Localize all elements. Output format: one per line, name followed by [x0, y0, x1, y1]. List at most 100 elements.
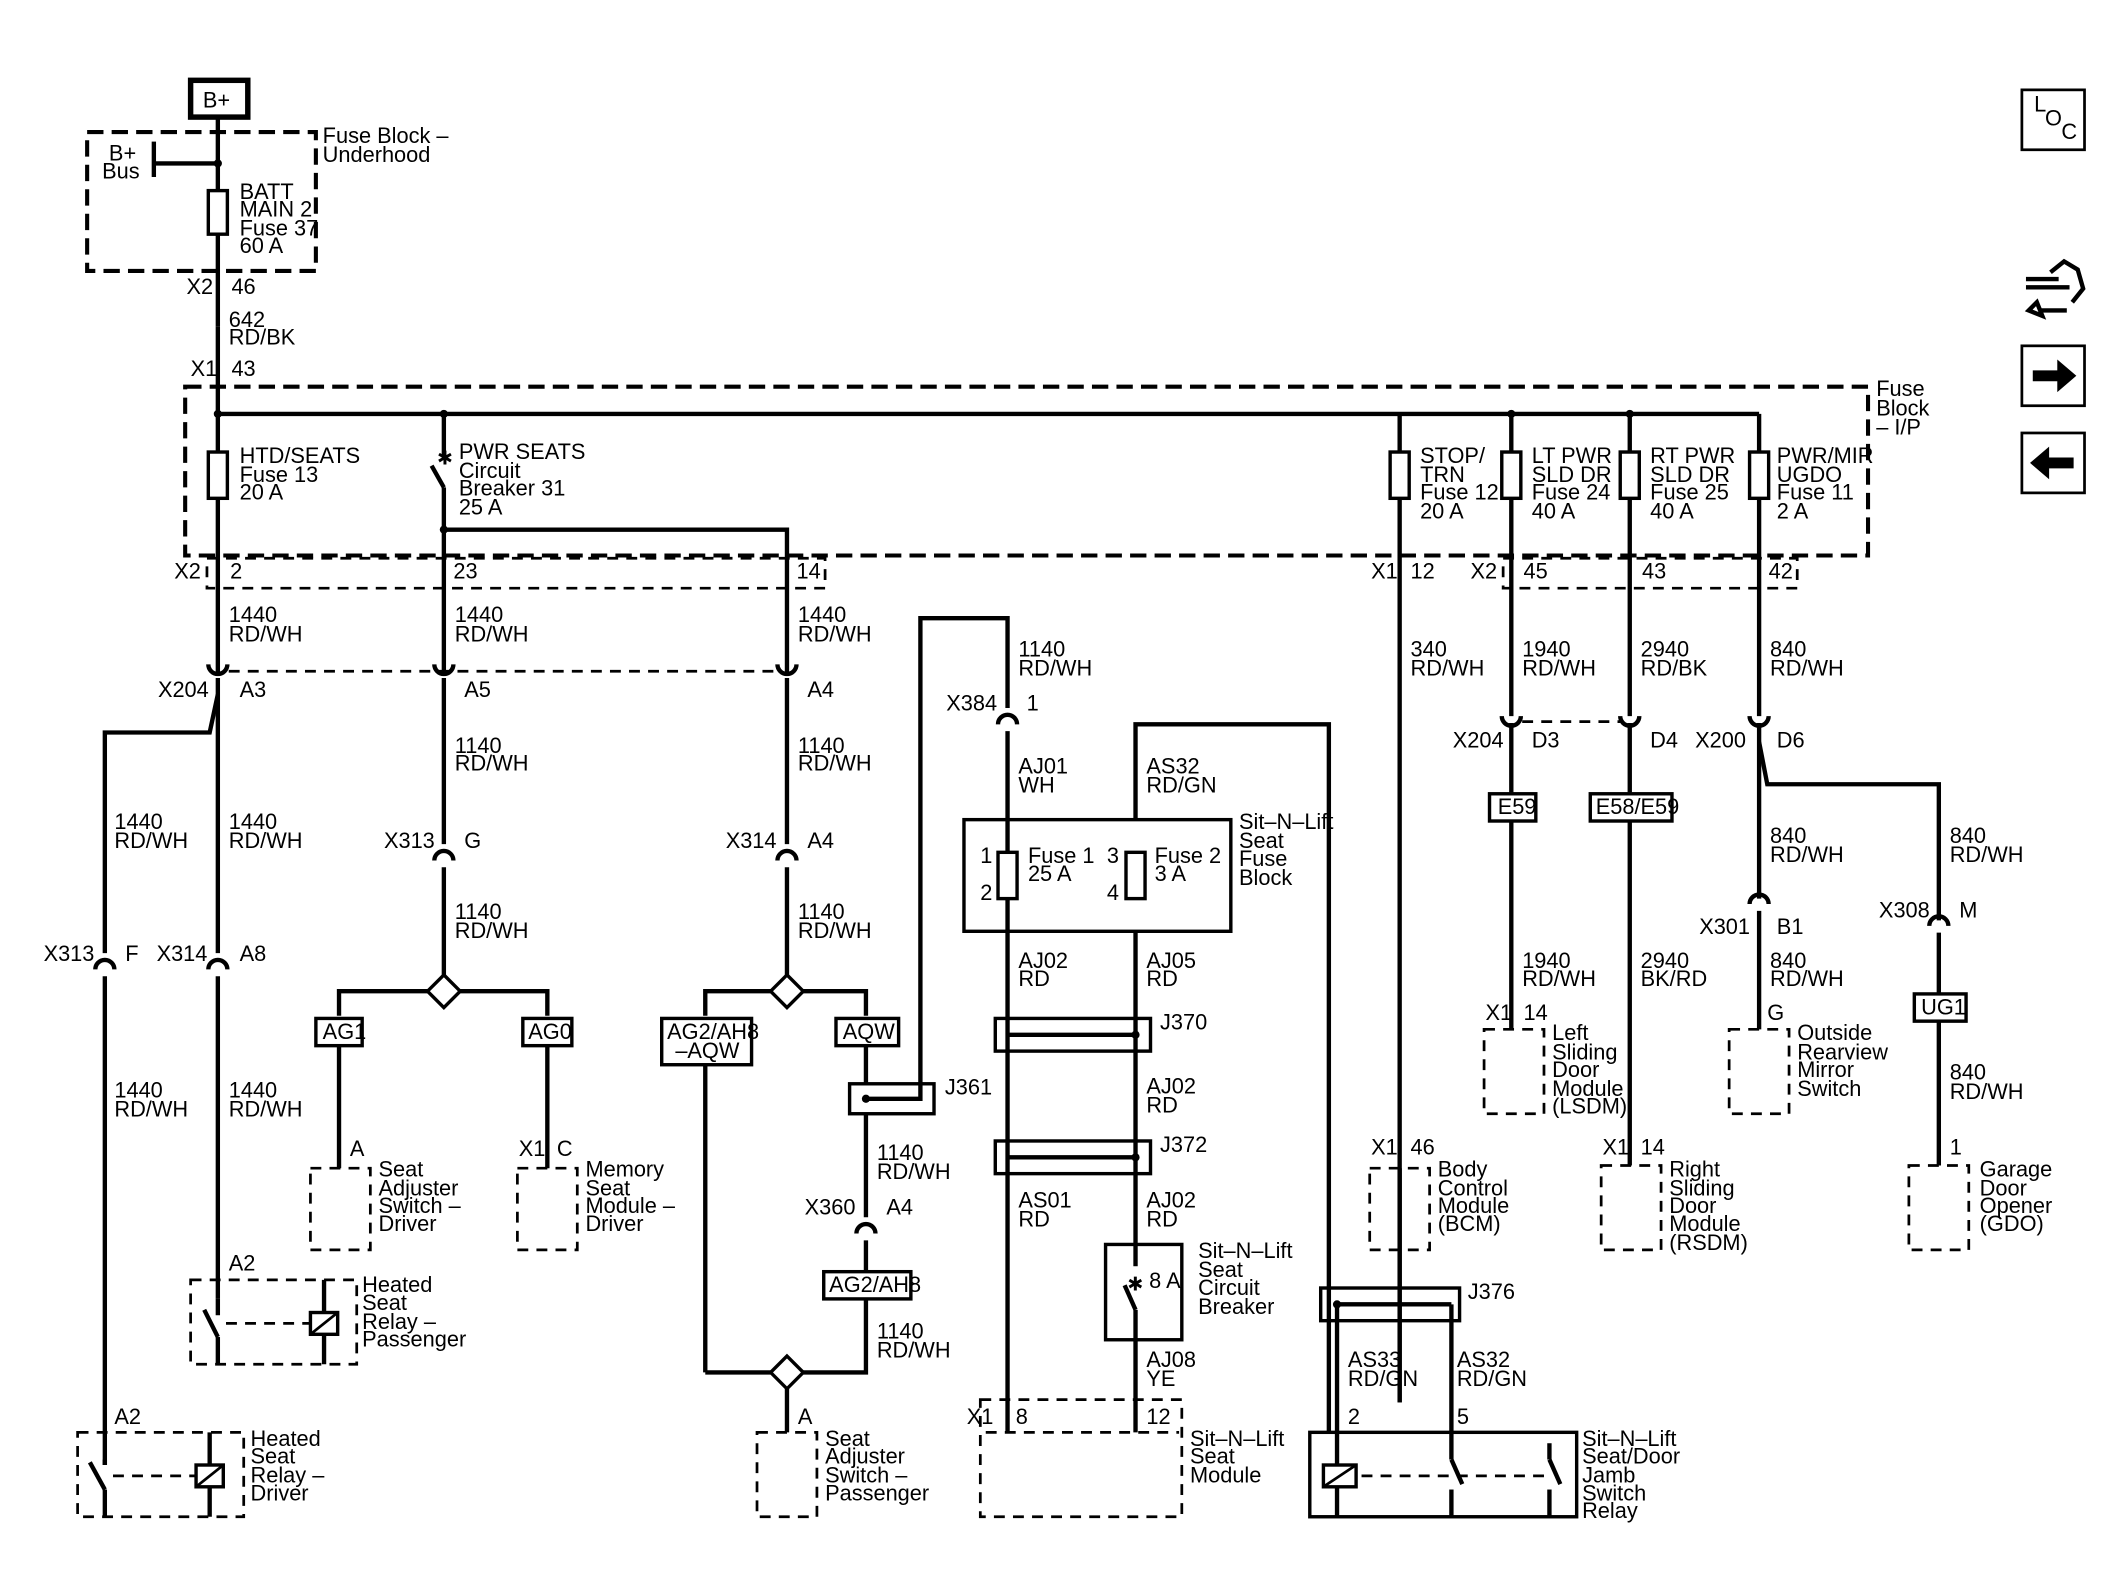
htd-fuse-1: HTD/SEATS — [240, 443, 361, 468]
sap-3: Switch – — [825, 1463, 908, 1488]
pin-a5: A5 — [464, 677, 491, 702]
conn-ug1: UG1 — [1921, 994, 1966, 1019]
ip-p43-label: 43 — [1642, 559, 1666, 584]
wire-642-label: 642 — [229, 307, 265, 332]
pin-m: M — [1959, 898, 1977, 923]
rdwh-l5: RD/WH — [798, 751, 872, 776]
fuse1-1: Fuse 1 — [1028, 843, 1095, 868]
lsdm-pin14: 14 — [1524, 1000, 1548, 1025]
pwr-cb-2: Circuit — [459, 458, 521, 483]
svg-text:✱: ✱ — [437, 448, 453, 469]
mod-pin8: 8 — [1016, 1404, 1028, 1429]
sadrv-1: Seat — [379, 1156, 424, 1181]
hsd-1: Heated — [251, 1426, 321, 1451]
bcm-3: Module — [1438, 1193, 1509, 1218]
schematic-nav-icon[interactable] — [2024, 258, 2086, 320]
snl-rel-1: Sit–N–Lift — [1582, 1426, 1676, 1451]
hsp-1: Heated — [362, 1272, 432, 1297]
mem-1: Memory — [585, 1156, 664, 1181]
sadrv-3: Switch – — [379, 1193, 462, 1218]
bcm-1: Body — [1438, 1156, 1488, 1181]
rsdm-4: Module — [1669, 1211, 1740, 1236]
fuse2-1: Fuse 2 — [1155, 843, 1222, 868]
battery-terminal: B+ — [187, 77, 251, 120]
ip-x2b-label: X2 — [1470, 559, 1497, 584]
lt-fuse-3: Fuse 24 — [1532, 480, 1611, 505]
x308-label: X308 — [1879, 898, 1930, 923]
batt-fuse-4: 60 A — [240, 233, 284, 258]
w1440-l3: 1440 — [798, 602, 846, 627]
pin-a-sadrv: A — [350, 1136, 365, 1161]
htd-fuse-3: 20 A — [240, 480, 284, 505]
as33-label: AS33 — [1348, 1347, 1401, 1372]
as32-label: AS32 — [1146, 753, 1199, 778]
conn-aqw: AQW — [843, 1019, 895, 1044]
bcm-x1: X1 — [1371, 1135, 1398, 1160]
aj08-color: YE — [1146, 1366, 1175, 1391]
rsdm-x1: X1 — [1603, 1135, 1630, 1160]
x384-pin1: 1 — [1027, 691, 1039, 716]
bus-label-1: B+ — [109, 141, 136, 166]
w2940-1-color: RD/BK — [1641, 655, 1708, 680]
aj01-color: WH — [1018, 772, 1054, 797]
w840-5: 840 — [1950, 1060, 1986, 1085]
lsdm-5: (LSDM) — [1552, 1094, 1627, 1119]
mir-fuse-1: PWR/MIR — [1777, 443, 1874, 468]
snl-cb-1: Sit–N–Lift — [1198, 1238, 1292, 1263]
orm-1: Outside — [1797, 1020, 1872, 1045]
rdwh-l1: RD/WH — [229, 621, 303, 646]
w840-3-color: RD/WH — [1950, 842, 2024, 867]
mir-fuse-4: 2 A — [1777, 499, 1809, 524]
wire-642-color: RD/BK — [229, 324, 296, 349]
pin-a4: A4 — [807, 677, 834, 702]
fb-pin3: 3 — [1107, 843, 1119, 868]
aj02-2: AJ02 — [1146, 1073, 1196, 1098]
snl-rel-5: Relay — [1582, 1498, 1638, 1523]
w1940-1: 1940 — [1522, 636, 1570, 661]
next-arrow-button[interactable] — [2020, 344, 2086, 408]
batt-fuse-1: BATT — [240, 179, 294, 204]
gdo-3: Opener — [1980, 1193, 2053, 1218]
rt-fuse-1: RT PWR — [1650, 443, 1735, 468]
underhood-fuse-block: B+ Bus Fuse Block – Underhood BATT MAIN … — [85, 117, 450, 381]
ip-pin43-label: 43 — [231, 356, 255, 381]
aj05-color: RD — [1146, 966, 1177, 991]
rdwh-l8: RD/WH — [455, 918, 529, 943]
previous-arrow-button[interactable] — [2020, 431, 2086, 495]
snl-cb-3: Circuit — [1198, 1275, 1260, 1300]
rdwh-l4: RD/WH — [455, 751, 529, 776]
ip-p23-label: 23 — [453, 559, 477, 584]
ip-title-1: Fuse — [1876, 376, 1924, 401]
pin-a4b: A4 — [807, 828, 834, 853]
sap-4: Passenger — [825, 1480, 929, 1505]
snl-mod-1: Sit–N–Lift — [1190, 1426, 1284, 1451]
x360-label: X360 — [805, 1194, 856, 1219]
w840-2-color: RD/WH — [1770, 842, 1844, 867]
x313-g: X313 — [384, 828, 435, 853]
j376-label: J376 — [1468, 1279, 1515, 1304]
w340-label: 340 — [1411, 636, 1447, 661]
rdwh-l10: RD/WH — [114, 1096, 188, 1121]
w840-4-color: RD/WH — [1770, 966, 1844, 991]
right-door-mirror-circuits: 340 RD/WH 1940 RD/WH 2940 RD/BK 840 RD/W… — [1368, 636, 2053, 1403]
ip-p12-label: 12 — [1411, 559, 1435, 584]
lt-fuse-1: LT PWR — [1532, 443, 1612, 468]
location-button[interactable]: L O C — [2020, 88, 2086, 152]
htd-fuse-2: Fuse 13 — [240, 462, 319, 487]
as01-color: RD — [1018, 1207, 1049, 1232]
mir-fuse-3: Fuse 11 — [1777, 480, 1854, 505]
conn-ag2ah8: AG2/AH8 — [829, 1272, 921, 1297]
mem-2: Seat — [585, 1175, 630, 1200]
ub-title-1: Fuse Block – — [323, 123, 450, 148]
rsdm-pin14: 14 — [1641, 1135, 1665, 1160]
ip-p42-label: 42 — [1769, 559, 1793, 584]
mem-3: Module – — [585, 1193, 675, 1218]
x200-label: X200 — [1695, 727, 1746, 752]
sit-n-lift-circuits: ✱ 1140 RD/WH X384 1 AJ01 WH AS32 RD/GN S… — [946, 636, 1680, 1523]
mod-pin12: 12 — [1146, 1404, 1170, 1429]
bplus-label: B+ — [203, 88, 230, 113]
conn-ag0: AG0 — [528, 1019, 572, 1044]
w1440-l5: 1440 — [229, 809, 277, 834]
relay-pin2: 2 — [1348, 1404, 1360, 1429]
snl-mod-3: Module — [1190, 1463, 1261, 1488]
